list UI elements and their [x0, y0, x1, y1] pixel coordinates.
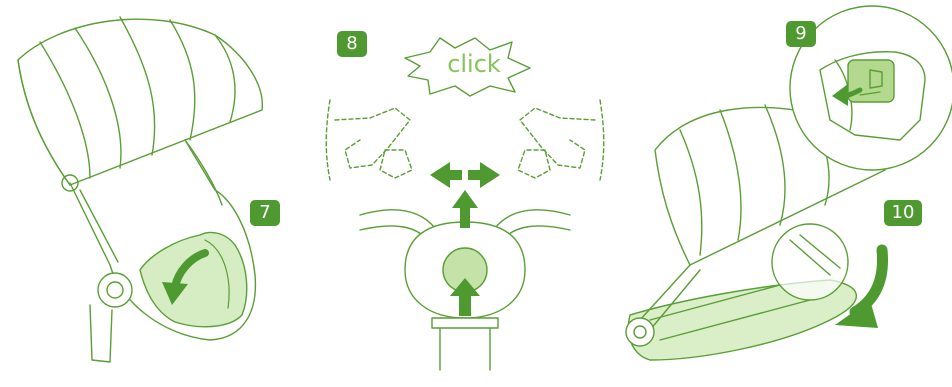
step-9-10-illustration [626, 6, 952, 360]
click-label: click [434, 50, 514, 78]
step-8-badge: 8 [337, 31, 367, 57]
step-7-illustration [18, 17, 262, 362]
step-8-illustration [326, 38, 604, 370]
step-7-badge: 7 [250, 200, 280, 226]
step-10-badge: 10 [884, 200, 922, 226]
step-9-badge: 9 [786, 21, 816, 47]
